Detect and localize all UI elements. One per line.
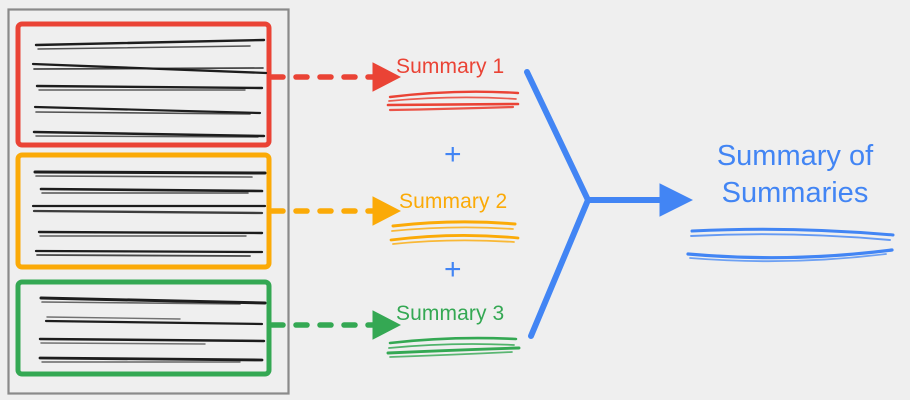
merge-arrow xyxy=(524,69,693,339)
plus-operator-2: + xyxy=(444,253,462,286)
doc-group-1[interactable] xyxy=(15,21,272,148)
result-squiggle xyxy=(686,227,895,263)
summary-3-label: Summary 3 xyxy=(396,302,505,325)
doc-group-2-text-lines xyxy=(31,170,267,257)
doc-group-3[interactable] xyxy=(15,279,272,377)
doc-group-1-border xyxy=(15,21,272,148)
summary-1-label: Summary 1 xyxy=(396,55,505,78)
summary-1-squiggle xyxy=(386,90,520,112)
summary-3-squiggle xyxy=(386,336,521,358)
plus-operator-1: + xyxy=(444,138,462,171)
summary-of-summaries-line-2: Summaries xyxy=(721,177,869,209)
summary-2-label: Summary 2 xyxy=(399,190,508,213)
merge-arrow-top-branch xyxy=(524,69,591,203)
summary-2-squiggle xyxy=(389,220,520,245)
summary-of-summaries-label: Summary of Summaries xyxy=(705,138,885,212)
merge-arrow-bottom-branch xyxy=(528,197,591,339)
doc-group-1-text-lines xyxy=(31,38,268,138)
doc-group-3-text-lines xyxy=(38,296,267,363)
document-collection-frame xyxy=(7,8,290,395)
doc-group-2[interactable] xyxy=(15,152,272,270)
summary-of-summaries-line-1: Summary of xyxy=(716,140,874,172)
doc-group-3-border xyxy=(15,279,272,377)
doc-group-2-border xyxy=(15,152,272,270)
